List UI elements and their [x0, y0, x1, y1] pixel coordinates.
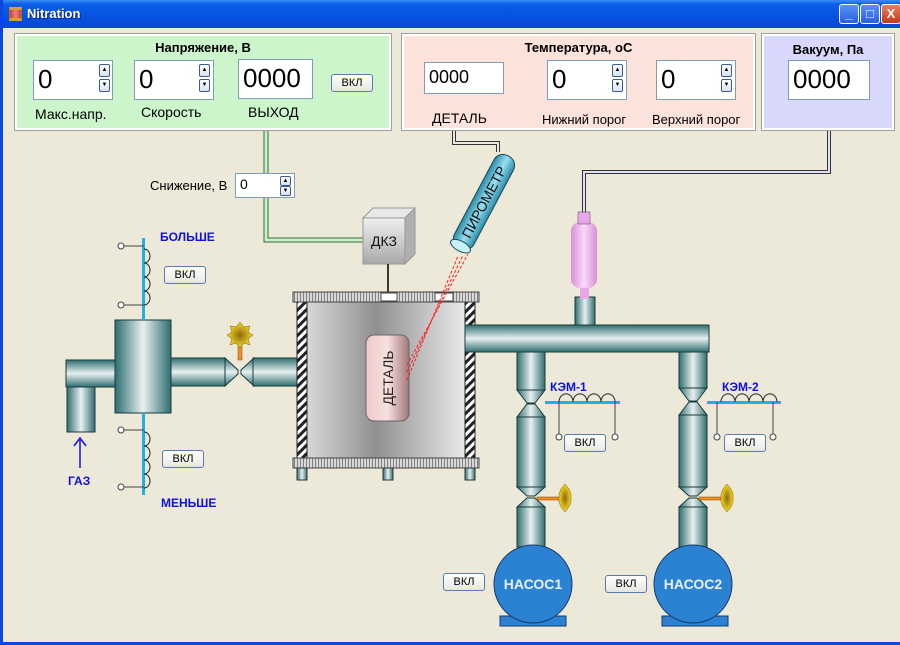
pump2-label: НАСОС2 [664, 576, 723, 592]
client-area: ДЕТАЛЬ ПИРОМЕТР [6, 28, 900, 642]
spin-up-icon[interactable]: ▲ [721, 64, 732, 77]
less-on-button[interactable]: ВКЛ [162, 450, 204, 468]
spin-up-icon[interactable]: ▲ [99, 64, 110, 77]
speed-spinner[interactable]: ▲▼ [199, 64, 210, 94]
part [365, 334, 410, 422]
pump1-label: НАСОС1 [504, 576, 563, 592]
pyrometer: ПИРОМЕТР [450, 153, 516, 254]
part-temperature-field: 0000 [424, 62, 504, 94]
pump1-on-button[interactable]: ВКЛ [443, 573, 485, 591]
dkz-label: ДКЗ [371, 233, 397, 249]
minimize-button[interactable]: _ [839, 4, 859, 24]
spin-up-icon[interactable]: ▲ [280, 176, 291, 186]
gas-valve-handwheel-icon[interactable] [226, 321, 254, 361]
max-voltage-spinner[interactable]: ▲▼ [99, 64, 110, 94]
spin-up-icon[interactable]: ▲ [199, 64, 210, 77]
spin-down-icon[interactable]: ▼ [612, 79, 623, 92]
maximize-button[interactable]: □ [860, 4, 880, 24]
kem2-coil [707, 393, 781, 441]
vacuum-field: 0000 [788, 60, 870, 100]
upper-threshold-spinner[interactable]: ▲▼ [721, 64, 732, 94]
kem2-on-button[interactable]: ВКЛ [724, 434, 766, 452]
window-title: Nitration [27, 6, 81, 21]
spin-down-icon[interactable]: ▼ [199, 79, 210, 92]
pump2-valve-handwheel-icon[interactable] [698, 483, 734, 513]
pump1-valve-handwheel-icon[interactable] [536, 483, 572, 513]
pump1[interactable]: НАСОС1 [493, 544, 573, 627]
speed-label: Скорость [141, 104, 202, 120]
kem1-coil [545, 393, 620, 441]
pump2-on-button[interactable]: ВКЛ [605, 575, 647, 593]
coil-less [117, 413, 151, 495]
less-label: МЕНЬШЕ [161, 496, 217, 510]
part-temperature-label: ДЕТАЛЬ [432, 110, 487, 126]
temperature-panel: Температура, оС 0000 ДЕТАЛЬ 0 ▲▼ Нижний … [401, 33, 756, 131]
signal-wire-vacuum [582, 131, 831, 213]
upper-threshold-label: Верхний порог [652, 112, 741, 127]
pyrometer-beam [406, 253, 469, 381]
more-on-button[interactable]: ВКЛ [164, 266, 206, 284]
gas-inlet-pipe [65, 356, 310, 433]
app-icon [9, 7, 22, 21]
spin-up-icon[interactable]: ▲ [612, 64, 623, 77]
gas-regulator [114, 319, 172, 414]
spin-down-icon[interactable]: ▼ [280, 186, 291, 196]
vacuum-gauge [571, 211, 597, 299]
title-bar[interactable]: Nitration _ □ X [3, 0, 900, 28]
pump2[interactable]: НАСОС2 [653, 544, 733, 627]
voltage-on-button[interactable]: ВКЛ [331, 74, 373, 92]
pyrometer-label: ПИРОМЕТР [458, 163, 509, 240]
vacuum-panel: Вакуум, Па 0000 [761, 33, 895, 131]
output-label: ВЫХОД [248, 104, 299, 120]
more-label: БОЛЬШЕ [160, 230, 215, 244]
kem1-label: КЭМ-1 [550, 380, 587, 394]
signal-wire-pyrometer [452, 131, 500, 152]
voltage-panel: Напряжение, В 0 ▲▼ Макс.напр. 0 ▲▼ Скоро… [14, 33, 392, 131]
kem1-on-button[interactable]: ВКЛ [564, 434, 606, 452]
close-button[interactable]: X [881, 4, 900, 24]
lower-threshold-label: Нижний порог [542, 112, 627, 127]
max-voltage-label: Макс.напр. [35, 106, 107, 122]
reduction-label: Снижение, В [150, 178, 228, 193]
gas-label: ГАЗ [68, 474, 91, 488]
temperature-panel-title: Температура, оС [524, 40, 633, 55]
spin-down-icon[interactable]: ▼ [99, 79, 110, 92]
reduction-spinner[interactable]: ▲▼ [280, 176, 291, 196]
spin-down-icon[interactable]: ▼ [721, 79, 732, 92]
signal-wire-voltage [263, 131, 363, 243]
lower-threshold-spinner[interactable]: ▲▼ [612, 64, 623, 94]
gas-arrow-icon [73, 436, 87, 468]
voltage-panel-title: Напряжение, В [155, 40, 251, 55]
dkz-block [361, 206, 417, 266]
part-label: ДЕТАЛЬ [380, 351, 396, 406]
process-diagram: ДЕТАЛЬ ПИРОМЕТР [65, 131, 831, 627]
vacuum-manifold [464, 296, 710, 548]
coil-more [117, 238, 151, 320]
vacuum-panel-title: Вакуум, Па [792, 42, 864, 57]
output-field: 0000 [238, 59, 313, 99]
kem2-label: КЭМ-2 [722, 380, 759, 394]
